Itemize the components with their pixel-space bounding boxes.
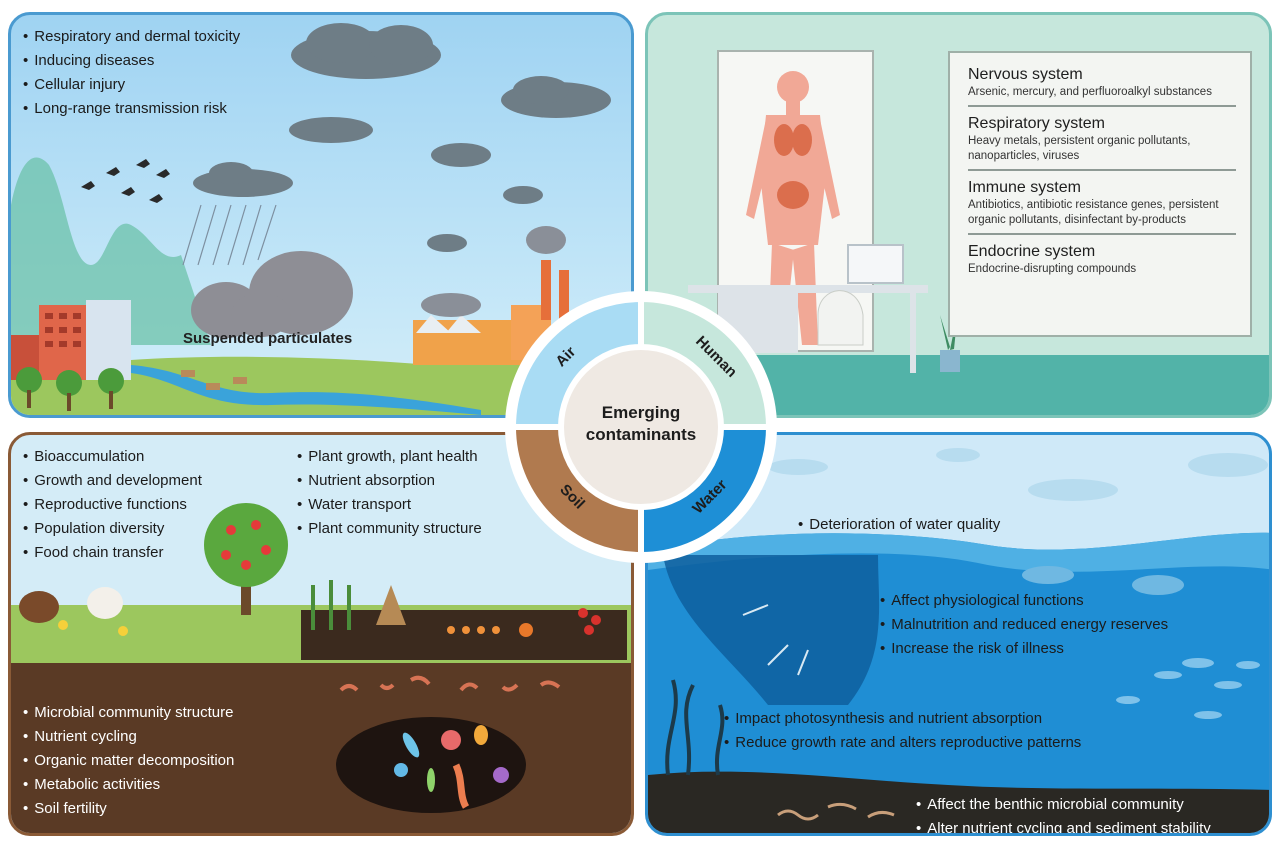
list-item: Organic matter decomposition	[23, 749, 234, 773]
emerging-contaminants-hub: Air Human Soil Water Emerging contaminan…	[505, 291, 777, 563]
list-item: Metabolic activities	[23, 773, 234, 797]
water-surface-effects-list: Deterioration of water quality	[798, 513, 1000, 537]
list-item: Impact photosynthesis and nutrient absor…	[724, 707, 1081, 731]
fish-skeleton-icon	[742, 604, 809, 676]
system-description: Endocrine-disrupting compounds	[968, 263, 1137, 275]
water-animal-effects-list: Affect physiological functions Malnutrit…	[880, 589, 1168, 661]
chicken-icon	[19, 587, 128, 636]
air-effects-list: Respiratory and dermal toxicity Inducing…	[23, 25, 240, 121]
human-systems-box: Nervous system Arsenic, mercury, and per…	[948, 51, 1252, 337]
cloud-icon	[193, 23, 611, 252]
list-item: Microbial community structure	[23, 701, 234, 725]
list-item: Malnutrition and reduced energy reserves	[880, 613, 1168, 637]
system-title: Immune system	[968, 179, 1081, 196]
list-item: Cellular injury	[23, 73, 240, 97]
microbe-cavity	[336, 717, 526, 813]
seaweed-icon	[665, 679, 725, 776]
list-item: Increase the risk of illness	[880, 637, 1168, 661]
system-nervous: Nervous system Arsenic, mercury, and per…	[968, 65, 1236, 107]
list-item: Bioaccumulation	[23, 445, 202, 469]
soil-microbe-effects-list: Microbial community structure Nutrient c…	[23, 701, 234, 821]
list-item: Water transport	[297, 493, 482, 517]
system-endocrine: Endocrine system Endocrine-disrupting co…	[968, 242, 1236, 282]
list-item: Reproductive functions	[23, 493, 202, 517]
list-item: Long-range transmission risk	[23, 97, 240, 121]
soil-animal-effects-list: Bioaccumulation Growth and development R…	[23, 445, 202, 565]
soil-panel: Bioaccumulation Growth and development R…	[8, 432, 634, 836]
suspended-particulates-label: Suspended particulates	[183, 330, 353, 347]
tree-icon	[16, 367, 124, 396]
laptop-icon	[847, 244, 904, 284]
system-title: Nervous system	[968, 66, 1083, 83]
list-item: Reduce growth rate and alters reproducti…	[724, 731, 1081, 755]
system-title: Endocrine system	[968, 243, 1096, 260]
system-description: Arsenic, mercury, and perfluoroalkyl sub…	[968, 86, 1212, 98]
center-circle	[558, 344, 724, 510]
list-item: Food chain transfer	[23, 541, 202, 565]
list-item: Affect the benthic microbial community	[916, 793, 1211, 817]
bird-flock-icon	[81, 159, 170, 203]
air-scene-illustration	[11, 23, 631, 415]
hub-title-line2: contaminants	[586, 425, 697, 444]
chair-icon	[817, 290, 864, 346]
list-item: Affect physiological functions	[880, 589, 1168, 613]
list-item: Population diversity	[23, 517, 202, 541]
benthic-worm-icon	[777, 802, 895, 821]
list-item: Inducing diseases	[23, 49, 240, 73]
deer-icon	[181, 370, 247, 390]
soil-scene-illustration	[11, 503, 631, 833]
microbe-icon	[394, 725, 509, 809]
system-title: Respiratory system	[968, 115, 1105, 132]
worm-icon	[339, 675, 561, 692]
list-item: Nutrient absorption	[297, 469, 482, 493]
list-item: Nutrient cycling	[23, 725, 234, 749]
cloud-icon	[768, 448, 1268, 501]
list-item: Soil fertility	[23, 797, 234, 821]
list-item: Deterioration of water quality	[798, 513, 1000, 537]
list-item: Respiratory and dermal toxicity	[23, 25, 240, 49]
fish-school-icon	[1116, 658, 1260, 719]
system-description: Antibiotics, antibiotic resistance genes…	[968, 199, 1219, 226]
crops-icon	[311, 580, 601, 637]
system-immune: Immune system Antibiotics, antibiotic re…	[968, 178, 1236, 235]
factory-icon	[413, 226, 569, 365]
system-respiratory: Respiratory system Heavy metals, persist…	[968, 114, 1236, 171]
water-plant-effects-list: Impact photosynthesis and nutrient absor…	[724, 707, 1081, 755]
list-item: Growth and development	[23, 469, 202, 493]
particulates-icon	[191, 251, 353, 338]
hub-title-line1: Emerging	[602, 403, 680, 422]
human-panel: Nervous system Arsenic, mercury, and per…	[645, 12, 1272, 418]
list-item: Plant growth, plant health	[297, 445, 482, 469]
air-panel: Respiratory and dermal toxicity Inducing…	[8, 12, 634, 418]
apple-tree-icon	[204, 503, 288, 615]
system-description: Heavy metals, persistent organic polluta…	[968, 135, 1191, 162]
list-item: Alter nutrient cycling and sediment stab…	[916, 817, 1210, 833]
soil-plant-effects-list: Plant growth, plant health Nutrient abso…	[297, 445, 482, 541]
water-benthic-effects-list: Affect the benthic microbial community A…	[916, 793, 1211, 833]
list-item: Plant community structure	[297, 517, 481, 541]
